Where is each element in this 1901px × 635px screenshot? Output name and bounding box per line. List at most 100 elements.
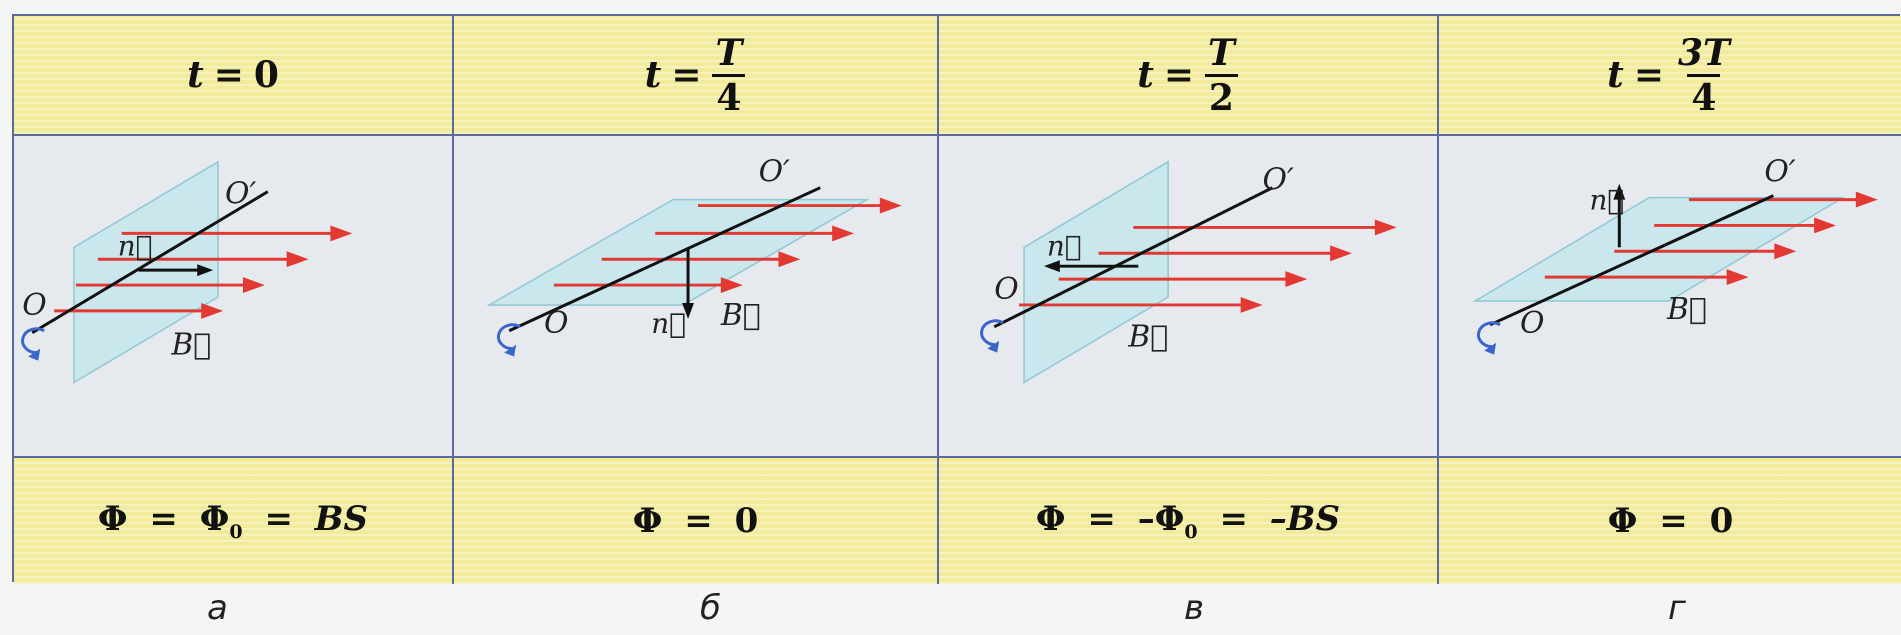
- normal-label: n⃗: [1047, 229, 1082, 262]
- flux-product: –BS: [1269, 499, 1341, 540]
- frame-svg-d: O O′ n⃗ B⃗: [1472, 155, 1878, 355]
- flux-symbol: Φ: [97, 499, 128, 540]
- time-expression-b: t = T 4: [645, 35, 747, 116]
- origin-label: O: [1520, 306, 1544, 341]
- time-expression-d: t = 3T 4: [1607, 35, 1734, 116]
- frame-figure-c: O O′ n⃗ B⃗: [939, 136, 1439, 458]
- equals-sign: =: [1659, 501, 1688, 541]
- origin-prime-label: O′: [759, 155, 790, 190]
- field-line-4-arrowhead: [720, 277, 743, 294]
- equals-sign-2: =: [264, 499, 293, 540]
- frame-plane: [73, 160, 219, 384]
- time-variable: t: [187, 54, 204, 96]
- flux-formula-d: Φ = 0: [1608, 501, 1733, 541]
- flux-cell-a: Φ = Φ0 = BS: [14, 458, 454, 584]
- panel-letter-c: в: [1184, 588, 1205, 628]
- equals-sign: =: [684, 501, 713, 541]
- normal-vector-arrowhead: [197, 264, 214, 277]
- time-header-b: t = T 4: [454, 16, 939, 136]
- field-label: B⃗: [720, 298, 761, 333]
- flux-value: 0: [1709, 501, 1734, 541]
- panel-letter-a: а: [207, 588, 228, 628]
- flux-product: BS: [314, 499, 369, 540]
- rotation-axis: [508, 186, 821, 333]
- field-line-2-arrowhead: [1814, 217, 1836, 234]
- fraction-numerator: T: [715, 31, 743, 74]
- flux-cell-b: Φ = 0: [454, 458, 939, 584]
- origin-label: O: [544, 306, 568, 341]
- equals-sign: =: [213, 54, 244, 96]
- normal-label: n⃗: [1590, 184, 1625, 217]
- fraction-denominator: 2: [1204, 73, 1238, 116]
- field-line-4-arrowhead: [201, 302, 224, 319]
- field-line-3-arrowhead: [778, 251, 801, 268]
- flux-cell-c: Φ = –Φ0 = –BS: [939, 458, 1439, 584]
- equals-sign: =: [149, 499, 178, 540]
- flux-value: –Φ: [1137, 499, 1185, 540]
- diagram-table: t = 0 t = T 4 t = T 2: [12, 14, 1901, 584]
- flux-symbol: Φ: [1607, 501, 1638, 541]
- equals-sign: =: [1633, 54, 1664, 96]
- field-line-4-arrowhead: [1240, 296, 1263, 313]
- rotation-arrow: [21, 327, 45, 355]
- field-line-1-arrowhead: [330, 225, 353, 242]
- rotation-axis: [993, 186, 1274, 329]
- field-line-2-arrowhead: [286, 251, 309, 268]
- frame-svg-a: O O′ n⃗ B⃗: [21, 160, 353, 384]
- flux-formula-a: Φ = Φ0 = BS: [98, 499, 368, 543]
- time-expression-c: t = T 2: [1137, 35, 1239, 116]
- field-line-2-arrowhead: [832, 225, 855, 242]
- rotation-arrow: [980, 319, 1004, 347]
- frame-plane: [1023, 160, 1169, 384]
- frame-figure-d: O O′ n⃗ B⃗: [1439, 136, 1901, 458]
- time-fraction: T 2: [1204, 35, 1239, 116]
- equals-sign: =: [671, 54, 702, 96]
- rotation-arrow: [497, 323, 521, 351]
- normal-label: n⃗: [118, 229, 153, 262]
- rotation-axis: [1489, 194, 1774, 327]
- flux-symbol: Φ: [1035, 499, 1066, 540]
- rotation-axis: [31, 190, 269, 335]
- origin-label: O: [994, 272, 1018, 307]
- flux-cell-d: Φ = 0: [1439, 458, 1901, 584]
- flux-formula-c: Φ = –Φ0 = –BS: [1036, 499, 1340, 543]
- origin-label: O: [22, 288, 46, 323]
- field-line-4-arrowhead: [1726, 269, 1749, 286]
- time-variable: t: [644, 54, 662, 96]
- panel-letters: а б в г: [12, 588, 1900, 632]
- time-header-d: t = 3T 4: [1439, 16, 1901, 136]
- fraction-numerator: T: [1208, 31, 1235, 74]
- rotation-arrowhead: [987, 340, 1000, 353]
- time-header-a: t = 0: [14, 16, 454, 136]
- flux-formula-b: Φ = 0: [633, 501, 758, 541]
- frame-figure-b: O O′ n⃗ B⃗: [454, 136, 939, 458]
- flux-subscript: 0: [1184, 520, 1198, 543]
- normal-vector-arrowhead: [1043, 260, 1060, 273]
- flux-symbol: Φ: [632, 501, 663, 541]
- fraction-denominator: 4: [712, 73, 746, 116]
- field-line-1-arrowhead: [1855, 191, 1878, 208]
- flux-value: 0: [734, 501, 759, 541]
- equals-sign: =: [1087, 499, 1116, 540]
- time-expression-a: t = 0: [187, 54, 279, 96]
- field-line-3-arrowhead: [1774, 243, 1797, 260]
- field-line-3-arrowhead: [1285, 271, 1308, 288]
- normal-label: n⃗: [651, 307, 686, 340]
- time-header-c: t = T 2: [939, 16, 1439, 136]
- origin-prime-label: O′: [1764, 155, 1795, 190]
- panel-letter-d: г: [1668, 588, 1686, 628]
- field-label: B⃗: [170, 328, 211, 363]
- field-line-3-arrowhead: [242, 277, 265, 294]
- frame-svg-b: O O′ n⃗ B⃗: [486, 155, 902, 357]
- field-line-1-arrowhead: [1374, 219, 1397, 236]
- time-variable: t: [1607, 54, 1624, 96]
- equals-sign-2: =: [1219, 499, 1248, 540]
- panel-letter-b: б: [700, 588, 721, 628]
- origin-prime-label: O′: [225, 177, 256, 212]
- normal-vector-arrowhead: [1613, 183, 1626, 200]
- rotation-arrowhead: [28, 348, 41, 361]
- time-fraction: T 4: [712, 35, 747, 116]
- rotation-arrowhead: [504, 344, 517, 357]
- fraction-denominator: 4: [1687, 73, 1721, 116]
